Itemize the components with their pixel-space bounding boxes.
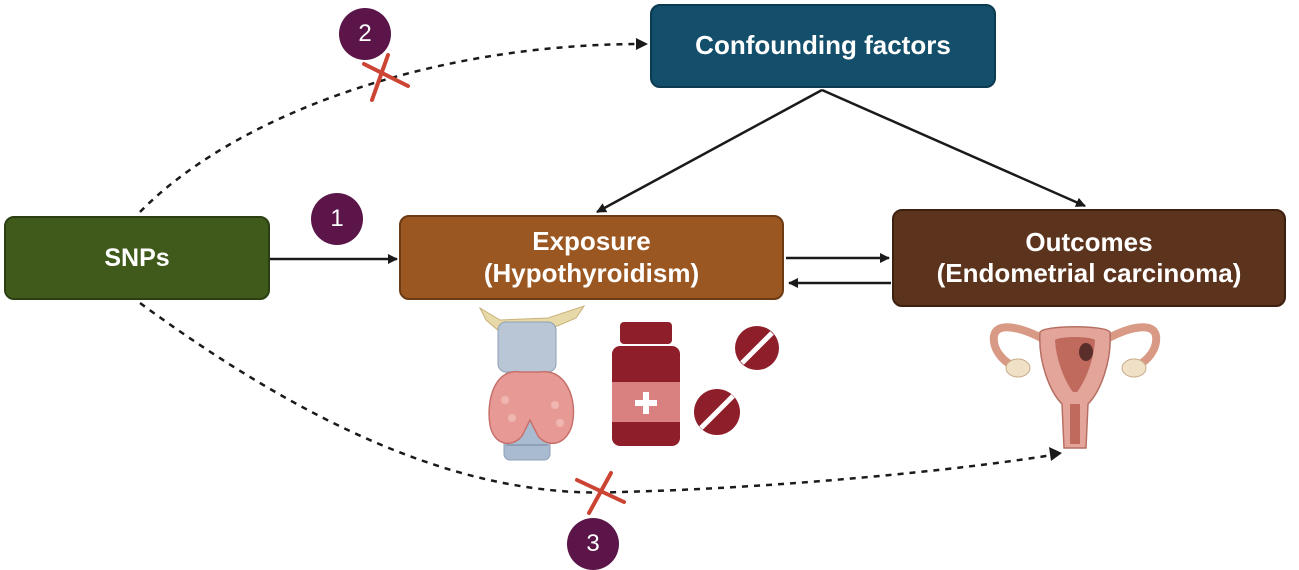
arrowhead-outcome <box>1049 447 1062 461</box>
cross-icon-path-3 <box>575 471 626 515</box>
snps-node: SNPs <box>4 216 270 300</box>
uterus-icon <box>989 323 1161 449</box>
confounding-factors-label: Confounding factors <box>695 30 951 61</box>
arrowhead-confounding <box>636 38 648 50</box>
outcome-sublabel: (Endometrial carcinoma) <box>936 258 1242 288</box>
arrow-confounding-to-outcome <box>821 88 1086 208</box>
medicine-bottle-icon <box>612 322 680 446</box>
outcome-node: Outcomes (Endometrial carcinoma) <box>892 209 1286 307</box>
path-number-badge-1: 1 <box>311 193 363 245</box>
exposure-sublabel: (Hypothyroidism) <box>483 257 700 288</box>
outcome-label: Outcomes <box>1025 226 1153 257</box>
pill-icon-second <box>694 389 740 435</box>
arrow-confounding-to-exposure <box>596 88 823 214</box>
exposure-node: Exposure (Hypothyroidism) <box>399 215 784 300</box>
cross-icon-path-2 <box>362 53 410 102</box>
pill-icon <box>735 326 779 370</box>
snps-label: SNPs <box>104 244 170 272</box>
path-number-badge-2: 2 <box>339 8 391 60</box>
dashed-path-snps-to-outcome <box>139 301 1053 494</box>
exposure-label: Exposure <box>532 226 651 257</box>
confounding-factors-node: Confounding factors <box>650 4 996 88</box>
thyroid-gland-icon <box>478 305 586 461</box>
path-number-badge-3: 3 <box>567 518 619 570</box>
dashed-path-snps-to-confounding <box>139 42 639 213</box>
